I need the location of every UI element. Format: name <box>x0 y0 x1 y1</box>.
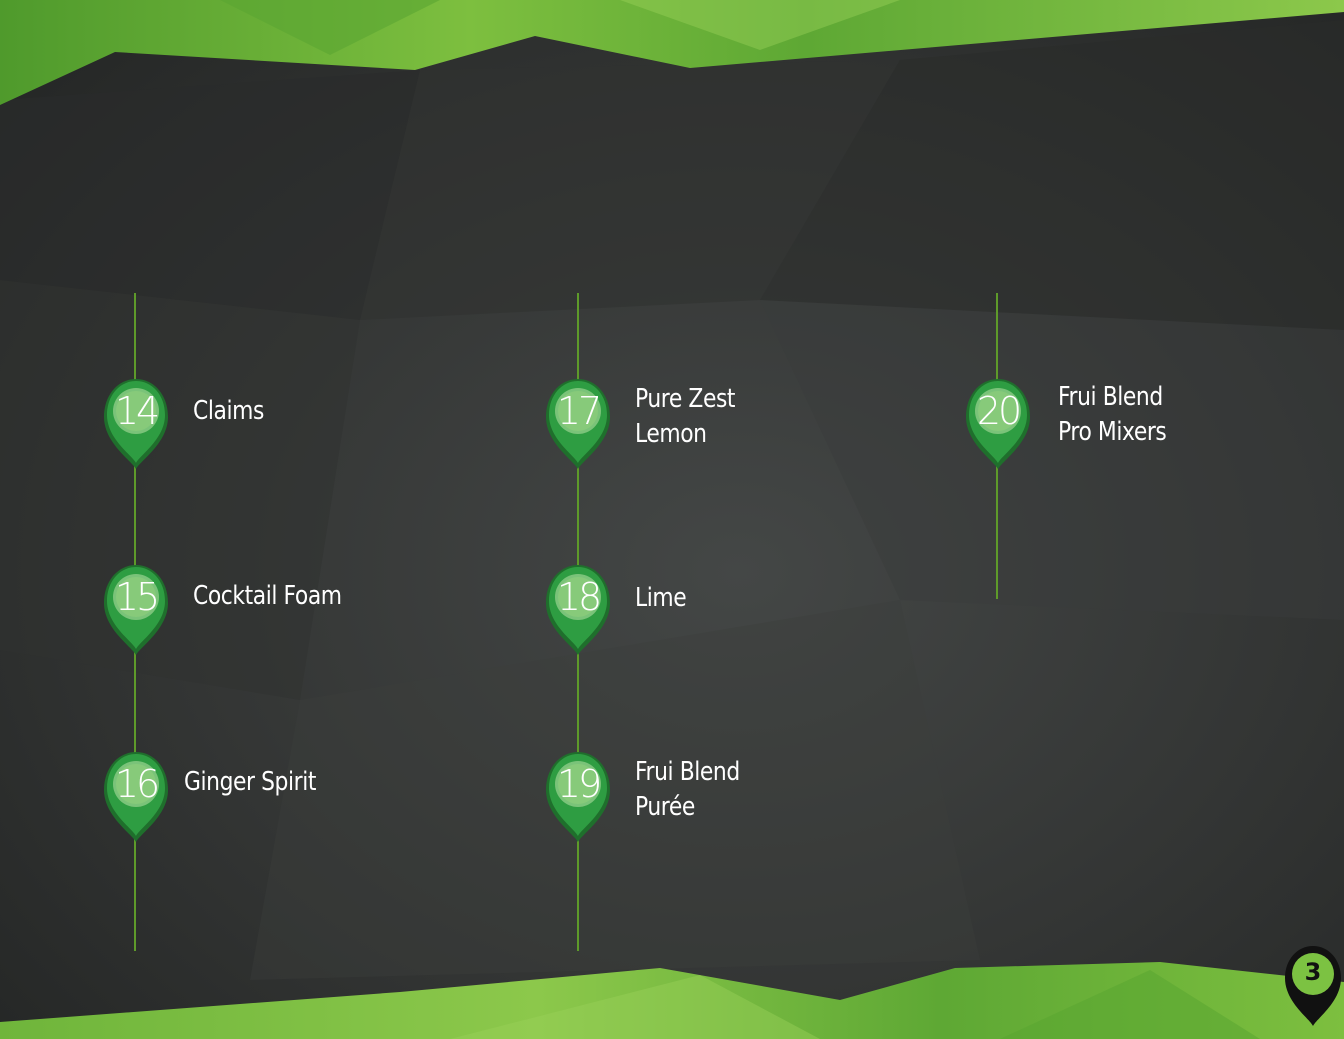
map-pin-icon <box>546 379 610 469</box>
item-19-marker[interactable]: 19 <box>544 750 612 844</box>
item-label-line: Claims <box>193 396 264 426</box>
map-pin-icon <box>104 752 168 842</box>
page-number-badge: 3 <box>1283 944 1343 1028</box>
item-label-line: Purée <box>635 792 695 822</box>
map-pin-icon <box>546 752 610 842</box>
item-label-line: Cocktail Foam <box>193 581 342 611</box>
item-label[interactable]: Frui Blend Pro Mixers <box>1058 380 1167 450</box>
item-label[interactable]: Frui Blend Purée <box>635 755 740 825</box>
map-pin-icon <box>966 379 1030 469</box>
item-label-line: Frui Blend <box>1058 382 1163 412</box>
map-pin-icon <box>546 565 610 655</box>
item-label-line: Lemon <box>635 419 707 449</box>
page-number: 3 <box>1304 958 1322 986</box>
item-label-line: Frui Blend <box>635 757 740 787</box>
item-number: 18 <box>556 575 602 619</box>
item-number: 20 <box>976 389 1022 433</box>
item-15-marker[interactable]: 15 <box>102 563 170 657</box>
map-pin-icon <box>104 379 168 469</box>
item-20-marker[interactable]: 20 <box>964 377 1032 471</box>
item-label[interactable]: Pure Zest Lemon <box>635 382 735 452</box>
item-number: 15 <box>114 575 160 619</box>
map-pin-icon <box>104 565 168 655</box>
item-17-marker[interactable]: 17 <box>544 377 612 471</box>
item-18-marker[interactable]: 18 <box>544 563 612 657</box>
item-label-line: Lime <box>635 583 687 613</box>
item-number: 14 <box>114 389 160 433</box>
map-pin-icon <box>1285 946 1341 1026</box>
item-label[interactable]: Cocktail Foam <box>193 579 342 614</box>
item-label[interactable]: Ginger Spirit <box>184 765 316 800</box>
item-label[interactable]: Lime <box>635 581 687 616</box>
item-label-line: Ginger Spirit <box>184 767 317 797</box>
item-number: 19 <box>556 762 602 806</box>
item-label[interactable]: Claims <box>193 394 264 429</box>
item-16-marker[interactable]: 16 <box>102 750 170 844</box>
item-number: 17 <box>556 389 602 433</box>
item-label-line: Pure Zest <box>635 384 736 414</box>
item-label-line: Pro Mixers <box>1058 417 1167 447</box>
item-number: 16 <box>114 762 160 806</box>
item-14-marker[interactable]: 14 <box>102 377 170 471</box>
